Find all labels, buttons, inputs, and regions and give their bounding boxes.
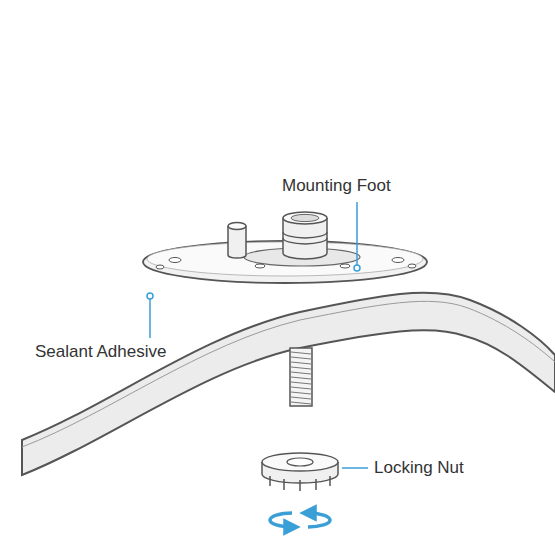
part-label: Locking Nut [374, 458, 464, 478]
part-label: Sealant Adhesive [35, 342, 166, 362]
leader-lines [147, 202, 368, 468]
thread-stroke [291, 382, 311, 384]
thread-stroke [291, 367, 311, 369]
rotation-arrows [270, 513, 330, 527]
surface-panel [22, 293, 555, 475]
surface-inner-line [22, 301, 555, 447]
thread-stroke [291, 392, 311, 394]
thread-stroke [291, 362, 311, 364]
threaded-stud [290, 348, 312, 406]
part-label: Mounting Foot [282, 176, 391, 196]
thread-stroke [291, 377, 311, 379]
mounting-foot [143, 212, 427, 283]
thread-stroke [291, 352, 311, 354]
thread-stroke [291, 387, 311, 389]
thread-stroke [291, 402, 311, 404]
thread-stroke [291, 372, 311, 374]
locking-nut [262, 453, 338, 491]
thread-stroke [291, 357, 311, 359]
thread-stroke [291, 397, 311, 399]
